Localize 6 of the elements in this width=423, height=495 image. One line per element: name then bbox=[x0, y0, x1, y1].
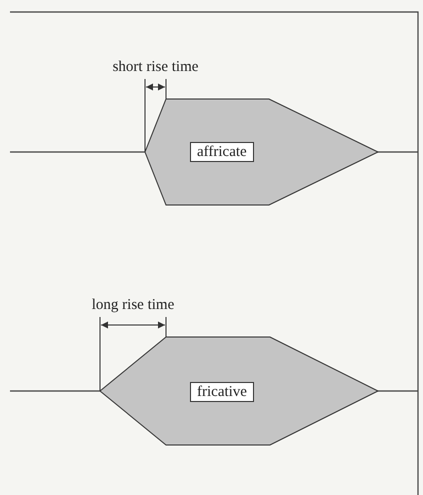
dimension-label: long rise time bbox=[92, 296, 174, 314]
shape-label: fricative bbox=[190, 382, 254, 402]
shape-label: affricate bbox=[190, 142, 254, 162]
dimension-label: short rise time bbox=[112, 58, 198, 76]
envelope-shape bbox=[100, 337, 378, 445]
envelope-shape bbox=[145, 99, 378, 205]
